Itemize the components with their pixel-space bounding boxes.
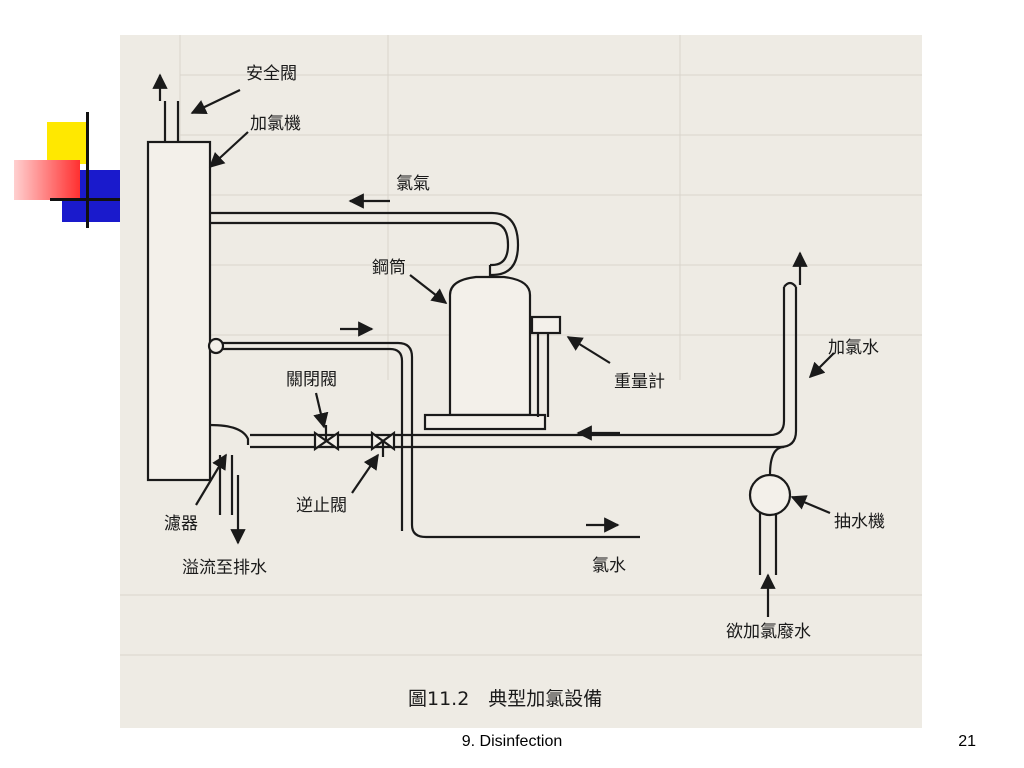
figure-caption: 圖11.2 典型加氯設備 <box>408 688 602 710</box>
label-pump: 抽水機 <box>834 512 885 532</box>
shutoff-valve-pointer <box>313 392 329 429</box>
filter-pointer <box>195 453 227 506</box>
water-main-cap <box>783 281 797 288</box>
chlorinator-outlet-port <box>207 337 225 355</box>
label-overflow: 溢流至排水 <box>182 558 267 578</box>
decoration-vertical-line <box>86 112 89 228</box>
chlorination-diagram: 安全閥 加氯機 氯氣 鋼筒 重量計 加氯水 關閉閥 逆止閥 濾器 溢流至排水 抽… <box>120 35 922 710</box>
filter-pipe <box>209 423 250 445</box>
chlorinated-water-pointer <box>808 352 835 379</box>
chlorine-gas-line-outer <box>210 221 510 267</box>
label-safety-valve: 安全閥 <box>246 64 297 84</box>
steel-cylinder <box>448 275 532 417</box>
footer-title: 9. Disinfection <box>461 733 563 750</box>
chlorinator-pointer <box>208 131 249 169</box>
label-shutoff-valve: 關閉閥 <box>286 370 337 390</box>
label-chlorine-water: 氯水 <box>592 556 626 576</box>
cylinder-pointer <box>409 274 448 304</box>
chlorine-gas-line <box>210 211 520 277</box>
pump-body <box>748 473 792 517</box>
check-valve-pointer <box>351 453 379 494</box>
decoration-red-gradient <box>14 160 80 200</box>
scale-gauge <box>530 315 562 335</box>
safety-valve-pointer <box>190 89 241 114</box>
water-main-upper <box>250 287 786 437</box>
page-number: 21 <box>958 733 976 750</box>
diagram-lines <box>146 73 835 617</box>
label-chlorine-gas: 氯氣 <box>396 174 430 194</box>
label-check-valve: 逆止閥 <box>296 496 347 516</box>
chlorinator-cabinet <box>146 140 212 482</box>
label-scale: 重量計 <box>614 372 665 392</box>
scale-platform <box>423 413 547 431</box>
scale-pointer <box>566 336 611 364</box>
decoration-yellow-square <box>47 122 87 164</box>
decoration-horizontal-line <box>50 198 130 201</box>
chlorine-solution-loop <box>210 341 640 539</box>
label-filter: 濾器 <box>164 514 198 534</box>
label-steel-cylinder: 鋼筒 <box>372 258 406 278</box>
label-raw-water: 欲加氯廢水 <box>726 622 811 642</box>
label-chlorinator: 加氯機 <box>250 114 301 134</box>
label-chlorinated-water: 加氯水 <box>828 338 879 358</box>
scanned-figure: 安全閥 加氯機 氯氣 鋼筒 重量計 加氯水 關閉閥 逆止閥 濾器 溢流至排水 抽… <box>120 35 922 728</box>
pump-discharge <box>768 445 785 476</box>
pump-pointer <box>790 495 831 515</box>
slide-decoration <box>0 0 130 240</box>
chlorine-solution-loop-inner <box>210 347 404 531</box>
